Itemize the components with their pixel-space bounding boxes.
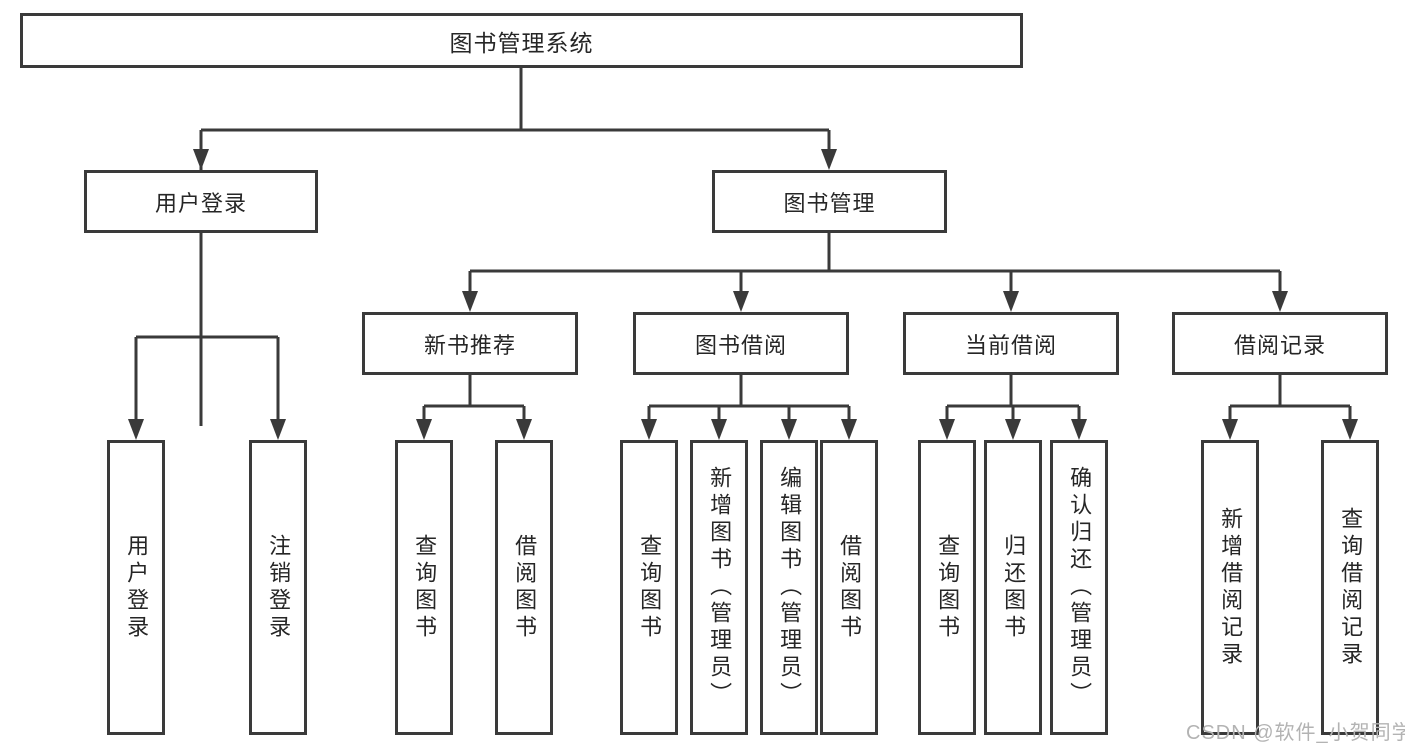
arrowhead-icon [641,419,657,440]
node-current-borrow: 当前借阅 [903,312,1119,375]
arrowhead-icon [939,419,955,440]
node-new-book-recommend: 新书推荐 [362,312,578,375]
arrowhead-icon [462,291,478,312]
arrowhead-icon [1272,291,1288,312]
arrowhead-icon [516,419,532,440]
node-book-borrow: 图书借阅 [633,312,849,375]
arrowhead-icon [1005,419,1021,440]
csdn-watermark: CSDN @软件_小贺同学 [1186,722,1405,744]
arrowhead-icon [821,149,837,170]
arrowhead-icon [128,419,144,440]
arrowhead-icon [1003,291,1019,312]
node-user-login-module: 用户登录 [84,170,318,233]
leaf-query-books-current: 查询图书 [918,440,976,735]
arrowhead-icon [733,291,749,312]
arrowhead-icon [1342,419,1358,440]
leaf-add-borrow-record: 新增借阅记录 [1201,440,1259,735]
arrowhead-icon [270,419,286,440]
leaf-query-borrow-record: 查询借阅记录 [1321,440,1379,735]
arrowhead-icon [193,149,209,170]
leaf-query-books-recommend: 查询图书 [395,440,453,735]
node-book-management-module: 图书管理 [712,170,947,233]
arrowhead-icon [841,419,857,440]
leaf-add-books-admin: 新增图书（管理员） [690,440,748,735]
leaf-user-login: 用户登录 [107,440,165,735]
leaf-query-books-borrow: 查询图书 [620,440,678,735]
leaf-borrow-books-recommend: 借阅图书 [495,440,553,735]
leaf-confirm-return-admin: 确认归还（管理员） [1050,440,1108,735]
leaf-edit-books-admin: 编辑图书（管理员） [760,440,818,735]
node-borrow-records: 借阅记录 [1172,312,1388,375]
connector-newbook-split [422,375,526,428]
arrowhead-icon [781,419,797,440]
leaf-return-books: 归还图书 [984,440,1042,735]
leaf-logout: 注销登录 [249,440,307,735]
connector-management-split [468,233,1282,300]
arrowhead-icon [1222,419,1238,440]
connector-borrow-split [647,375,851,428]
leaf-borrow-books: 借阅图书 [820,440,878,735]
arrowhead-icon [416,419,432,440]
connector-current-split [945,375,1081,428]
arrowhead-icon [711,419,727,440]
node-library-management-system: 图书管理系统 [20,13,1023,68]
arrowhead-icon [1071,419,1087,440]
connector-records-split [1228,375,1352,428]
connector-root-arrows [199,130,831,158]
connector-login-split [134,233,280,428]
